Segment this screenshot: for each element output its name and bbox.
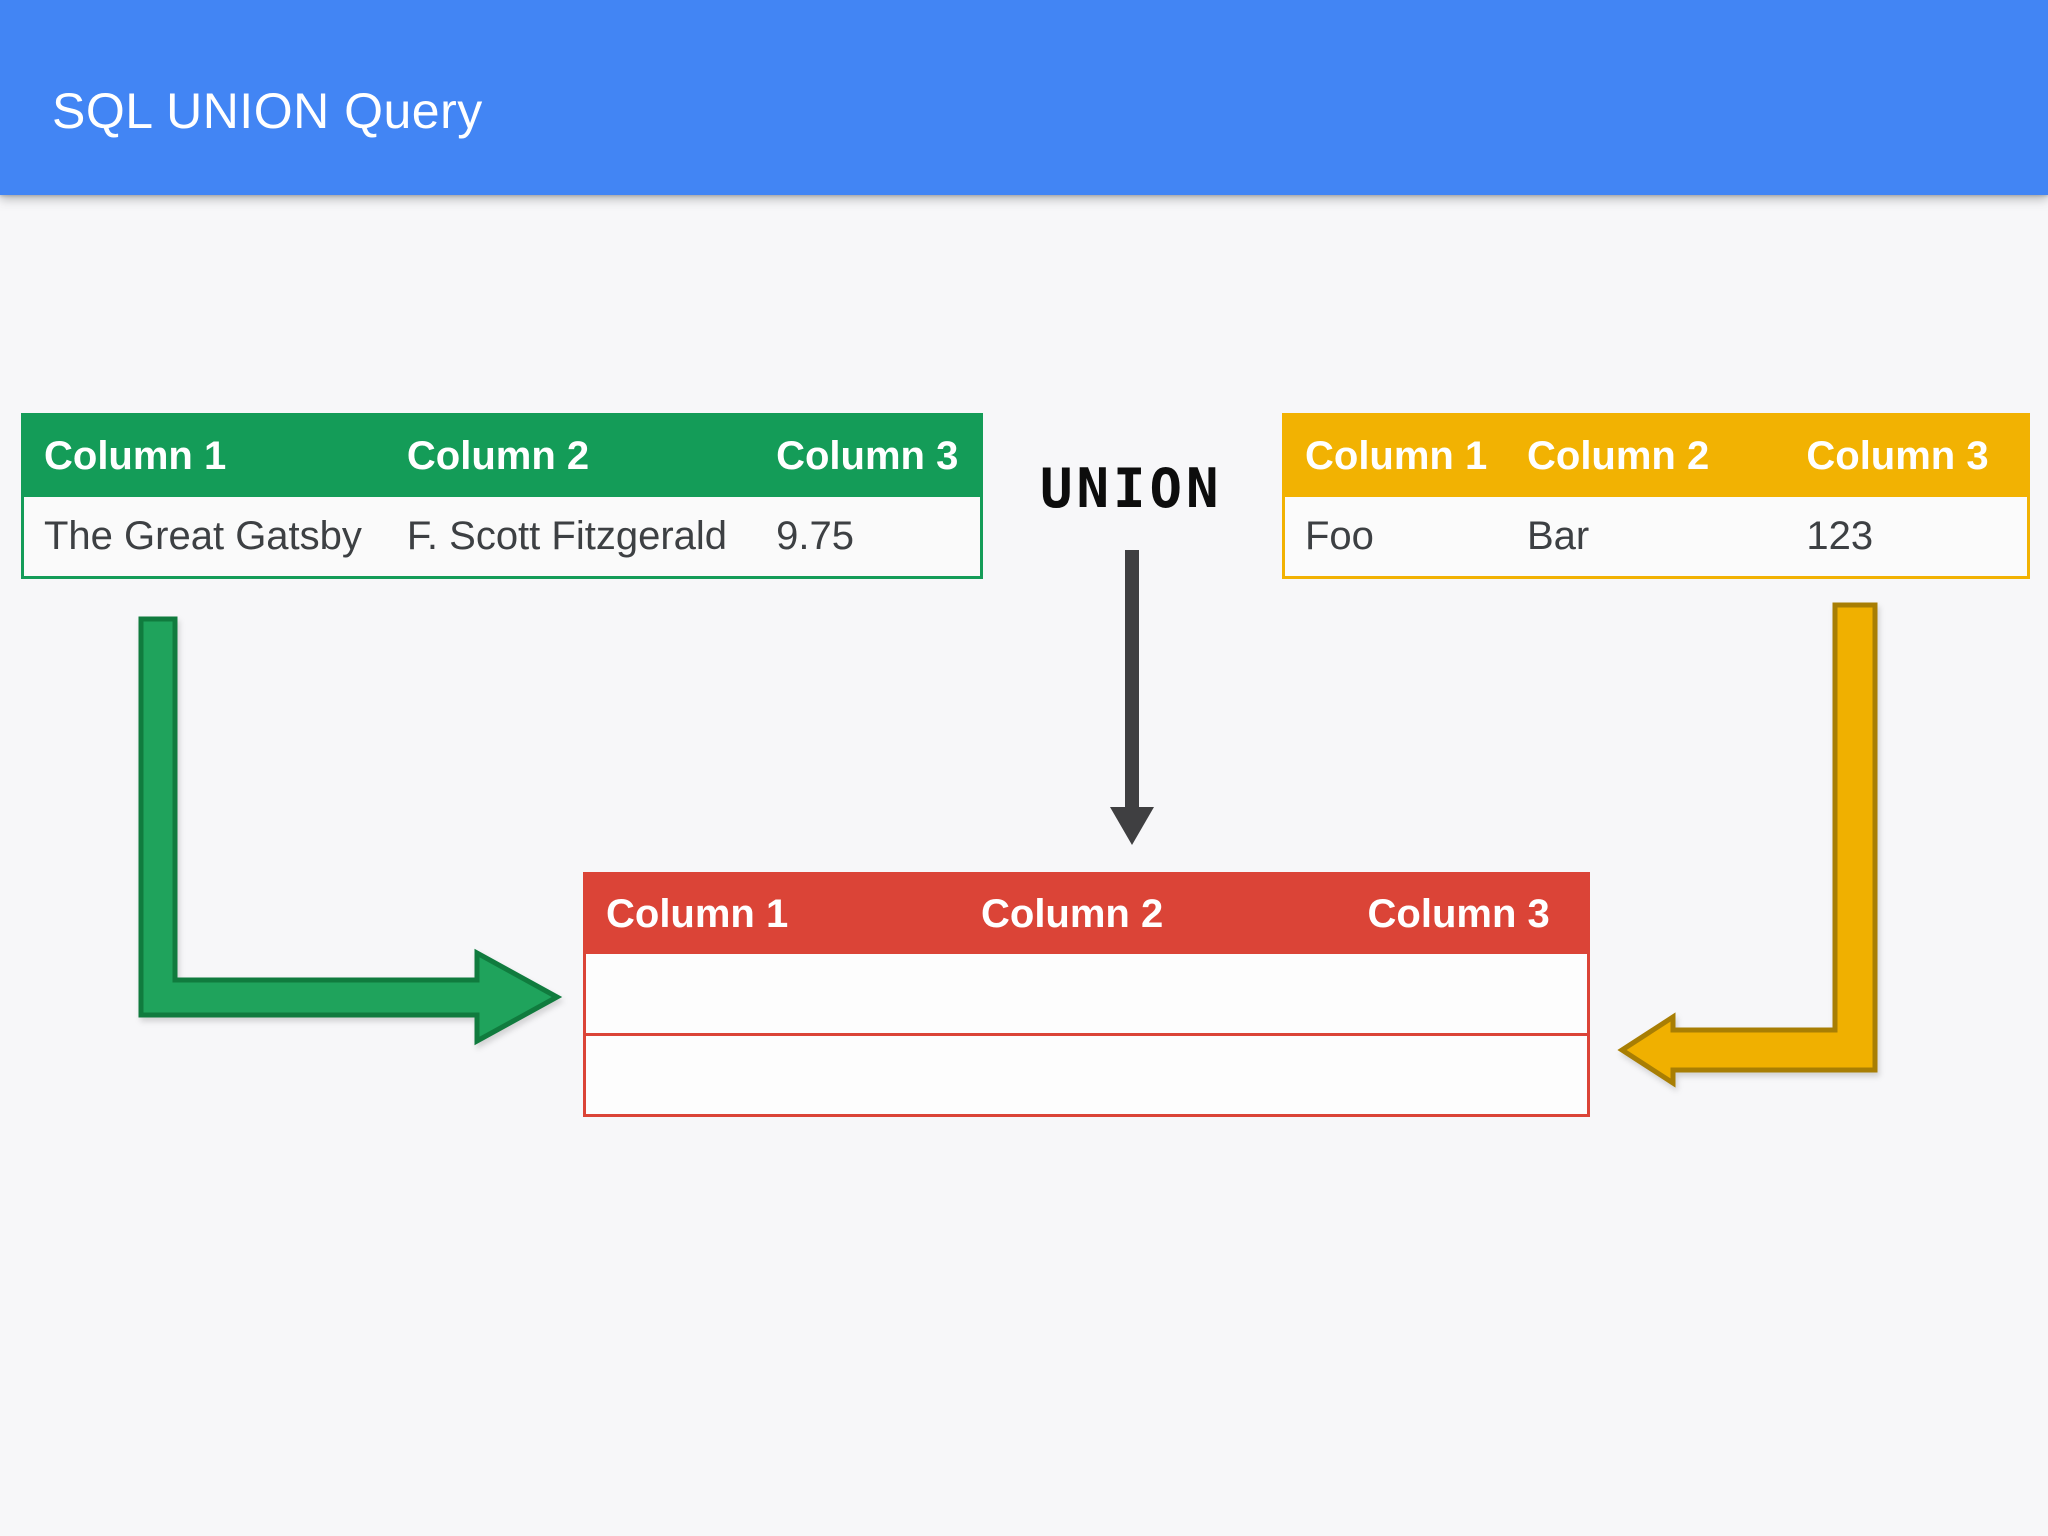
data-cell: Foo: [1283, 496, 1507, 578]
table-row: Foo Bar 123: [1283, 496, 2029, 578]
union-down-arrow-icon: [1110, 550, 1154, 845]
header-cell: Column 2: [1507, 414, 1787, 497]
data-cell: [1347, 953, 1589, 1035]
data-cell: [584, 953, 961, 1035]
header-cell: Column 2: [961, 873, 1348, 954]
right-table-arrow-icon: [1617, 602, 1878, 1088]
header-cell: Column 1: [584, 873, 961, 954]
table-row: The Great Gatsby F. Scott Fitzgerald 9.7…: [22, 496, 982, 578]
header-cell: Column 2: [386, 414, 757, 497]
table-row: [584, 1033, 1589, 1116]
source-table-right: Column 1 Column 2 Column 3 Foo Bar 123: [1282, 413, 2030, 579]
union-operator-label: UNION: [1040, 457, 1223, 520]
header-cell: Column 3: [1347, 873, 1589, 954]
header-cell: Column 3: [1786, 414, 2029, 497]
title-bar: SQL UNION Query: [0, 0, 2048, 195]
data-cell: [961, 1033, 1348, 1116]
header-cell: Column 3: [756, 414, 982, 497]
data-cell: Bar: [1507, 496, 1787, 578]
data-cell: F. Scott Fitzgerald: [386, 496, 757, 578]
data-cell: [584, 1033, 961, 1116]
table-header-row: Column 1 Column 2 Column 3: [22, 414, 982, 497]
table-row: [584, 953, 1589, 1035]
header-cell: Column 1: [22, 414, 387, 497]
source-table-left: Column 1 Column 2 Column 3 The Great Gat…: [21, 413, 983, 579]
left-table-arrow-icon: [138, 616, 563, 1046]
data-cell: The Great Gatsby: [22, 496, 387, 578]
table-header-row: Column 1 Column 2 Column 3: [1283, 414, 2029, 497]
header-cell: Column 1: [1283, 414, 1507, 497]
data-cell: 9.75: [756, 496, 982, 578]
table-header-row: Column 1 Column 2 Column 3: [584, 873, 1589, 954]
data-cell: 123: [1786, 496, 2029, 578]
result-table: Column 1 Column 2 Column 3: [583, 872, 1590, 1117]
page-title: SQL UNION Query: [52, 83, 483, 139]
data-cell: [961, 953, 1348, 1035]
data-cell: [1347, 1033, 1589, 1116]
